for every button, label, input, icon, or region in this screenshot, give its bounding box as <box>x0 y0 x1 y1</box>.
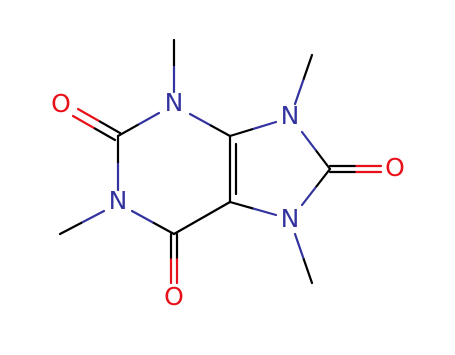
atom-o8: O <box>385 153 405 182</box>
bond-c2-n3 <box>116 111 161 138</box>
bonds <box>58 38 383 285</box>
atom-n7: N <box>281 204 300 233</box>
bond-n3-c4 <box>188 112 232 138</box>
bond-n7-c5 <box>228 200 278 217</box>
bond-n9-me <box>293 53 314 106</box>
atom-n9: N <box>281 101 300 130</box>
atom-o6: O <box>164 282 184 311</box>
bond-c5-c6 <box>172 200 232 236</box>
bond-c6-n1 <box>130 209 176 236</box>
bond-c2-o2-a <box>76 107 122 135</box>
atom-n3: N <box>165 88 184 117</box>
bond-n9-c8 <box>300 130 332 171</box>
atom-o2: O <box>51 89 71 118</box>
bond-n7-me <box>293 232 314 285</box>
bond-c4-n9 <box>228 120 278 138</box>
bond-c8-n7 <box>300 167 332 207</box>
atoms: N N N N O O O <box>51 88 405 311</box>
bond-c2-o2-b <box>71 114 117 142</box>
atom-n1: N <box>109 186 128 215</box>
bond-n1-me <box>58 209 106 236</box>
